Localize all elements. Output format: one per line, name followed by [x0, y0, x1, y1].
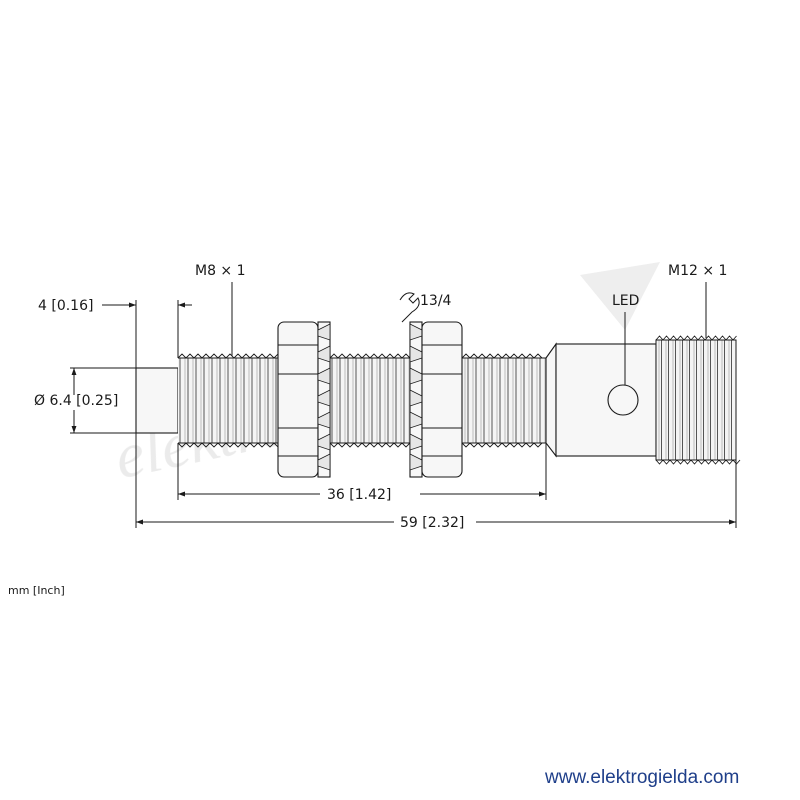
dimension-tip-length: 4 [0.16] [38, 298, 192, 368]
dim-thread-length-label: 36 [1.42] [327, 487, 391, 503]
hex-nut-right [421, 321, 463, 478]
dimension-thread-length: 36 [1.42] [177, 443, 547, 503]
dim-total-length-label: 59 [2.32] [400, 515, 464, 531]
callout-wrench: 13/4 [399, 292, 452, 323]
thread-m12-label: M12 × 1 [668, 263, 727, 279]
thread-m8 [177, 353, 546, 448]
wrench-size-label: 13/4 [420, 293, 452, 309]
led-window [607, 384, 639, 416]
units-note: mm [Inch] [8, 584, 65, 597]
led-label: LED [612, 293, 639, 309]
collar [545, 342, 557, 458]
callout-m12: M12 × 1 [668, 263, 727, 338]
callout-led: LED [612, 293, 639, 385]
dim-tip-length-label: 4 [0.16] [38, 298, 93, 314]
dimension-total-length: 59 [2.32] [135, 433, 737, 531]
dimension-diameter: Ø 6.4 [0.25] [34, 367, 136, 434]
thread-m8-label: M8 × 1 [195, 263, 246, 279]
hex-nut-left [277, 321, 319, 478]
thread-m12 [655, 335, 741, 465]
callout-m8: M8 × 1 [195, 263, 246, 356]
lock-washer-right [409, 321, 423, 478]
led-housing [555, 343, 657, 457]
lock-washer-left [317, 321, 331, 478]
dim-diameter-label: Ø 6.4 [0.25] [34, 393, 118, 409]
website-link[interactable]: www.elektrogielda.com [544, 767, 739, 788]
wrench-icon [399, 292, 420, 323]
sensor-tip [135, 367, 179, 434]
watermark-logo-mark [580, 262, 660, 330]
